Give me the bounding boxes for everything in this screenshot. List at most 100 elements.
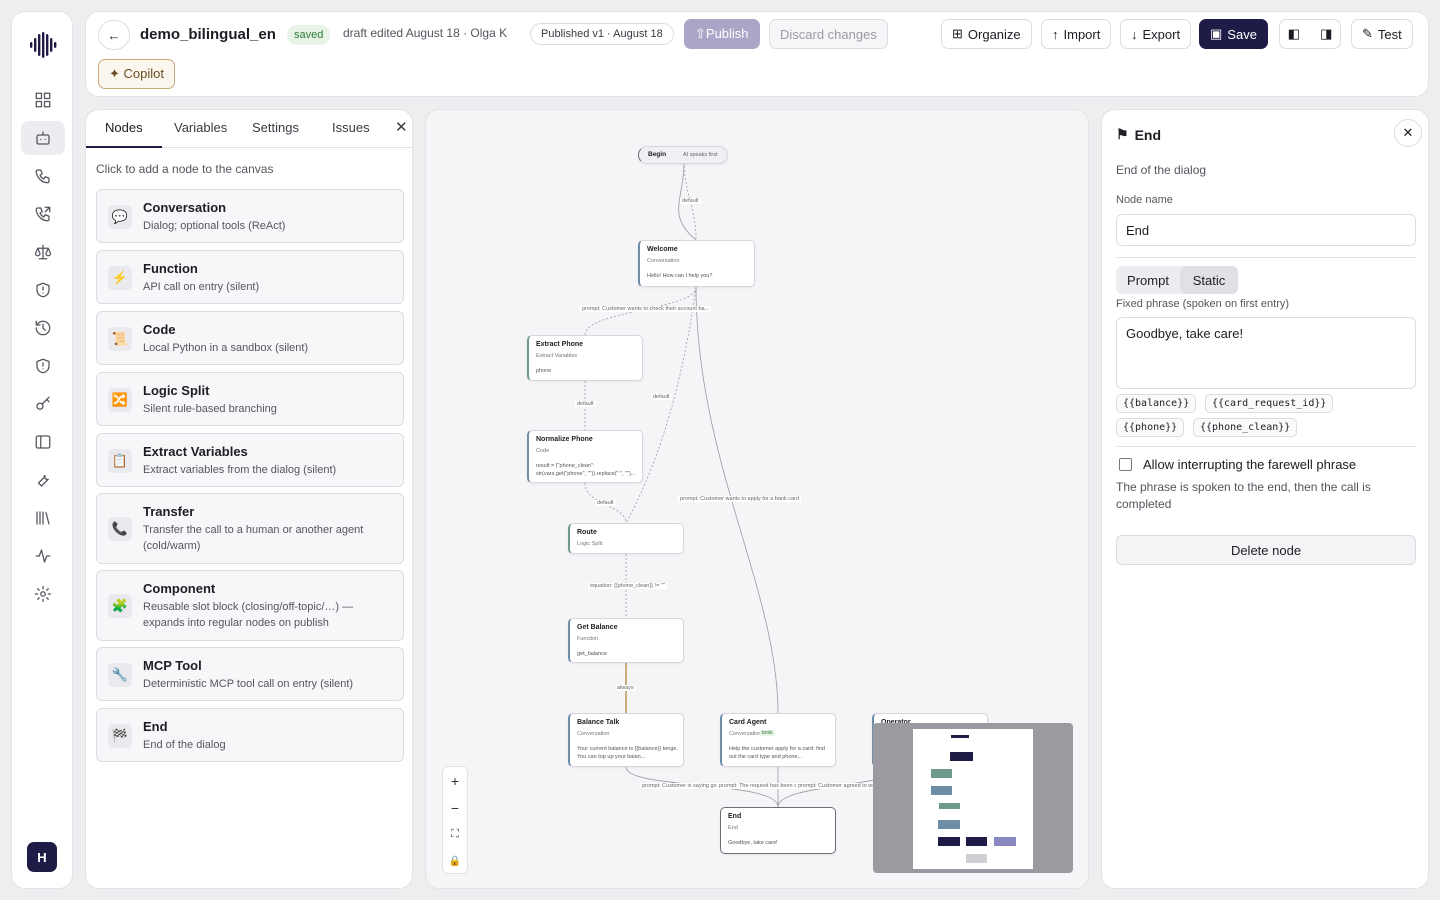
flow-node-body: get_balance <box>577 651 607 657</box>
close-icon[interactable]: ✕ <box>1394 119 1422 147</box>
zoom-out-button[interactable]: − <box>450 799 460 816</box>
variable-chip[interactable]: {{phone_clean}} <box>1193 418 1298 437</box>
scale-icon[interactable] <box>21 235 65 269</box>
phrase-label: Fixed phrase (spoken on first entry) <box>1116 298 1290 310</box>
library-icon[interactable] <box>21 501 65 535</box>
tab-prompt[interactable]: Prompt <box>1127 272 1169 288</box>
back-button[interactable]: ← <box>98 20 130 50</box>
edge-label: default <box>595 500 616 506</box>
activity-icon[interactable] <box>21 539 65 573</box>
copilot-button[interactable]: ✦ Copilot <box>98 59 175 89</box>
node-type-title: Transfer <box>143 504 195 519</box>
node-type-desc: Local Python in a sandbox (silent) <box>143 342 309 354</box>
sidebar: H <box>11 11 73 889</box>
fit-view-icon[interactable]: ⛶ <box>451 828 459 840</box>
panel-right-icon[interactable]: ◨ <box>1320 26 1333 41</box>
variable-chip[interactable]: {{balance}} <box>1116 394 1197 413</box>
import-label: Import <box>1063 26 1101 42</box>
publish-button[interactable]: ⇧Publish <box>684 19 760 49</box>
phone-outgoing-icon[interactable] <box>21 197 65 231</box>
discard-button[interactable]: Discard changes <box>769 19 888 49</box>
node-type-desc: API call on entry (silent) <box>143 281 260 293</box>
flow-node-body: result = {"phone_clean": str(vars.get("p… <box>536 463 636 477</box>
edge-label: prompt: Customer is saying goo <box>640 783 722 789</box>
node-type-title: Code <box>143 322 176 337</box>
minimap-node <box>938 820 960 829</box>
export-button[interactable]: ↓Export <box>1120 19 1192 49</box>
minimap-node <box>931 769 952 778</box>
floppy-icon: ▣ <box>1210 26 1223 41</box>
flow-node-title: End <box>728 813 742 820</box>
organize-button[interactable]: ⊞Organize <box>941 19 1032 49</box>
avatar[interactable]: H <box>27 842 57 872</box>
bot-icon[interactable] <box>21 121 65 155</box>
flow-node-sub: Function <box>577 636 599 642</box>
lock-icon[interactable]: 🔒 <box>448 856 462 867</box>
tab-nodes[interactable]: Nodes <box>105 120 143 135</box>
zoom-in-button[interactable]: + <box>450 772 460 789</box>
flag-icon: ⚑ <box>1116 126 1129 142</box>
minimap[interactable] <box>873 723 1073 873</box>
tab-settings[interactable]: Settings <box>252 120 299 135</box>
logo-icon[interactable] <box>29 32 57 58</box>
import-button[interactable]: ↑Import <box>1041 19 1112 49</box>
topbar: ← demo_bilingual_en saved draft edited A… <box>85 11 1429 97</box>
delete-node-button[interactable]: Delete node <box>1116 535 1416 565</box>
edge-label: always <box>615 685 636 691</box>
save-label: Save <box>1227 26 1257 42</box>
node-type-title: End <box>143 719 168 734</box>
layout-toggle[interactable]: ◧◨ <box>1279 19 1341 49</box>
edge-normalize-route <box>584 482 627 524</box>
flow-node-title: Normalize Phone <box>536 436 593 443</box>
tools-badge: tools <box>760 730 775 736</box>
flow-node-body: Your current balance is {{balance}} teng… <box>577 746 679 760</box>
tab-static[interactable]: Static <box>1180 266 1238 294</box>
variable-chip[interactable]: {{card_request_id}} <box>1205 394 1334 413</box>
panel-hint: Click to add a node to the canvas <box>96 162 274 176</box>
dashboard-icon[interactable] <box>21 83 65 117</box>
begin-label: Begin <box>648 151 667 158</box>
tab-variables[interactable]: Variables <box>174 120 228 135</box>
panel-left-icon[interactable]: ◧ <box>1287 26 1300 41</box>
minimap-node <box>966 837 987 846</box>
save-button[interactable]: ▣ Save <box>1199 19 1268 49</box>
tab-issues[interactable]: Issues <box>332 120 370 135</box>
shield-icon[interactable] <box>21 273 65 307</box>
active-tab-indicator <box>86 146 162 148</box>
interrupt-note: The phrase is spoken to the end, then th… <box>1116 480 1371 511</box>
panel-icon[interactable] <box>21 425 65 459</box>
gear-icon[interactable] <box>21 577 65 611</box>
variable-chip[interactable]: {{phone}} <box>1116 418 1185 437</box>
phone-icon[interactable] <box>21 159 65 193</box>
phrase-textarea[interactable]: Goodbye, take care! <box>1116 317 1416 389</box>
minimap-viewport <box>913 729 1033 869</box>
flow-node-title: Balance Talk <box>577 719 620 726</box>
shield-check-icon[interactable] <box>21 349 65 383</box>
close-icon[interactable]: ✕ <box>395 119 408 136</box>
interrupt-checkbox[interactable] <box>1119 458 1132 471</box>
key-icon[interactable] <box>21 387 65 421</box>
test-button[interactable]: ✎Test <box>1351 19 1413 49</box>
begin-node[interactable]: Begin AI speaks first <box>638 146 728 164</box>
node-name-input[interactable]: End <box>1116 214 1416 246</box>
history-icon[interactable] <box>21 311 65 345</box>
wrench-icon[interactable] <box>21 463 65 497</box>
